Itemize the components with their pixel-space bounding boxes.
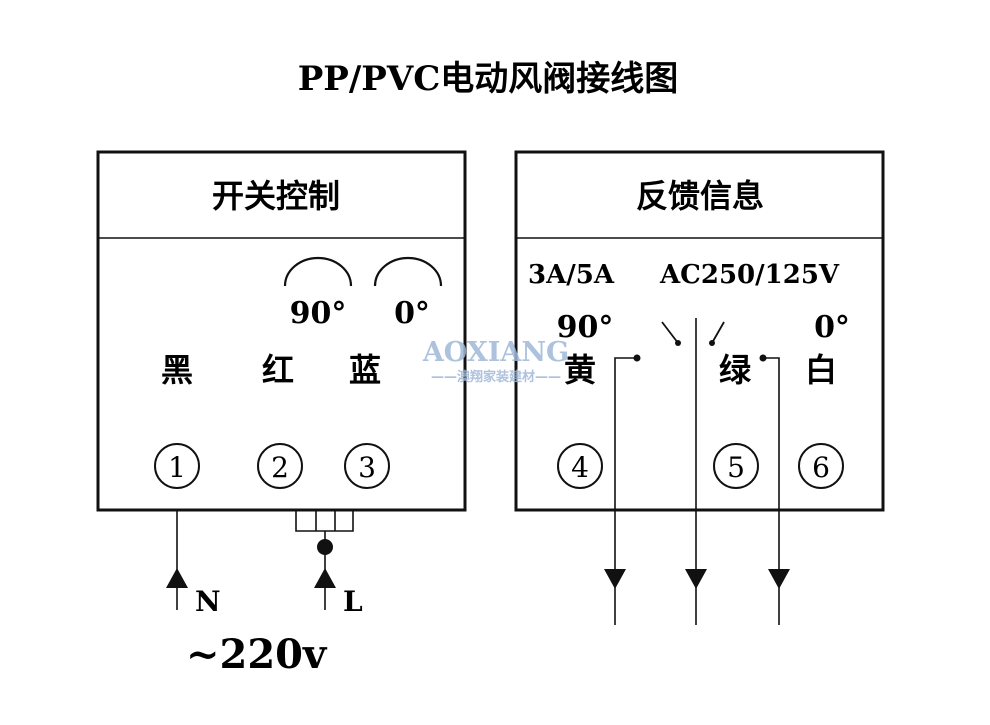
feedback-wire-90-dot <box>633 354 641 362</box>
diagram-title: PP/PVC电动风阀接线图 <box>298 59 679 99</box>
feedback-wire-0 <box>763 357 780 625</box>
wire-label-red: 红 <box>262 351 294 389</box>
rotation-arc-90-icon <box>283 256 353 287</box>
terminal-4-circle <box>557 443 603 489</box>
position-label-0: 0° <box>394 296 430 331</box>
feedback-arrow-90-icon <box>604 569 626 589</box>
rotation-arc-0-icon <box>373 256 443 287</box>
terminal-2-circle <box>257 443 303 489</box>
terminal-5-number: 5 <box>727 451 745 484</box>
terminal-6-circle <box>798 443 844 489</box>
wire-label-yellow: 黄 <box>564 351 596 389</box>
feedback-position-90: 90° <box>557 310 614 345</box>
position-label-90: 90° <box>290 296 347 331</box>
terminal-3-circle <box>344 443 390 489</box>
terminal-4-number: 4 <box>571 451 589 484</box>
feedback-header: 反馈信息 <box>636 177 764 215</box>
neutral-arrow-icon <box>166 568 188 588</box>
line-junction-dot <box>317 539 333 555</box>
switch-control-panel-border <box>96 150 467 512</box>
feedback-panel: 反馈信息 3A/5A AC250/125V 90° 0° 黄 绿 白 4 5 6 <box>514 150 885 512</box>
feedback-wiring <box>604 318 790 625</box>
voltage-rating: AC250/125V <box>659 260 840 290</box>
switch-control-header: 开关控制 <box>212 177 340 215</box>
switch-lever-90-icon <box>661 321 679 344</box>
supply-wiring: N L ~220v <box>166 510 363 678</box>
line-arrow-icon <box>314 568 336 588</box>
watermark-brand: AOXIANG <box>422 337 569 368</box>
terminal-1-number: 1 <box>168 451 186 484</box>
feedback-wire-90 <box>614 357 636 625</box>
line-label: L <box>343 585 363 618</box>
wire-label-white: 白 <box>805 351 837 389</box>
feedback-arrow-common-icon <box>685 569 707 589</box>
feedback-position-0: 0° <box>814 310 850 345</box>
feedback-wire-0-dot <box>759 354 767 362</box>
feedback-arrow-0-icon <box>768 569 790 589</box>
supply-voltage: ~220v <box>186 631 328 678</box>
wire-label-green: 绿 <box>719 351 752 389</box>
wire-label-blue: 蓝 <box>349 351 381 389</box>
neutral-label: N <box>195 585 221 618</box>
line-bridge-wire <box>295 510 354 610</box>
brand-watermark: AOXIANG ——澳翔家装建材—— <box>422 337 569 385</box>
terminal-1-circle <box>154 443 200 489</box>
switch-lever-0-icon <box>711 321 725 344</box>
terminal-5-circle <box>713 443 759 489</box>
switch-pivot-90-icon <box>675 340 681 346</box>
switch-control-panel: 开关控制 90° 0° 黑 红 蓝 1 2 3 <box>96 150 467 512</box>
terminal-3-number: 3 <box>358 451 376 484</box>
terminal-6-number: 6 <box>812 451 830 484</box>
current-rating: 3A/5A <box>528 260 615 290</box>
watermark-tagline: ——澳翔家装建材—— <box>431 369 561 385</box>
feedback-panel-border <box>514 150 885 512</box>
terminal-2-number: 2 <box>271 451 289 484</box>
switch-pivot-0-icon <box>709 340 715 346</box>
wire-label-black: 黑 <box>161 351 193 389</box>
